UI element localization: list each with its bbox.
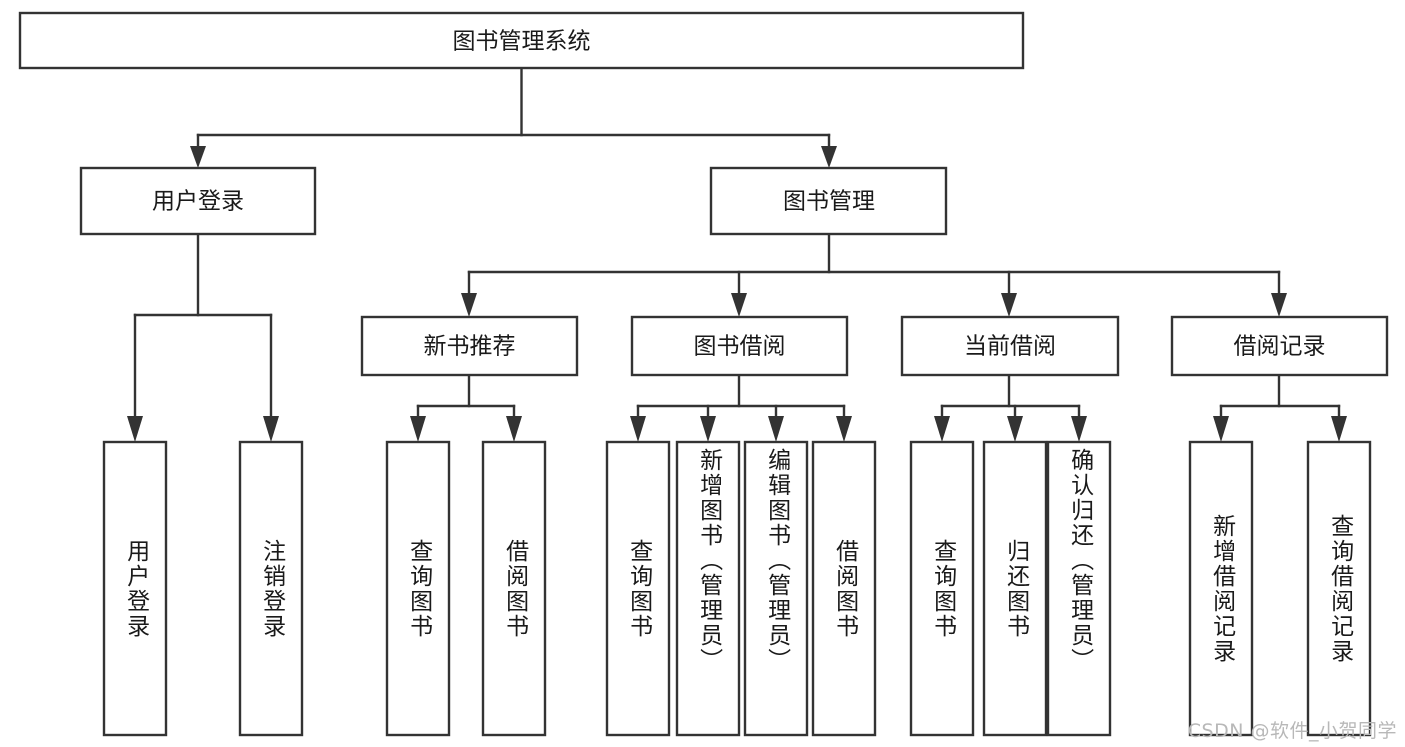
arrowhead-leaf-query-record xyxy=(1331,416,1347,442)
node-book-borrow[interactable]: 图书借阅 xyxy=(630,315,849,377)
connector-current-borrow-to-leaves xyxy=(934,373,1087,442)
node-current-borrow-box xyxy=(900,315,1120,377)
node-leaf-query-book-cb-box[interactable] xyxy=(909,440,975,737)
arrowhead-leaf-edit-book xyxy=(768,416,784,442)
arrowhead-leaf-add-record xyxy=(1213,416,1229,442)
node-new-book-recommend-label: 新书推荐 xyxy=(424,334,516,360)
node-leaf-user-login-box[interactable] xyxy=(102,440,168,737)
node-user-login-box xyxy=(79,166,317,236)
connector-borrow-record-to-leaves xyxy=(1213,373,1347,442)
connector-root-to-level2 xyxy=(190,66,837,168)
node-leaf-user-logout-box[interactable] xyxy=(238,440,304,737)
node-borrow-record-label: 借阅记录 xyxy=(1234,334,1326,360)
arrowhead-leaf-borrow-book-bb xyxy=(836,416,852,442)
node-book-manage-box xyxy=(709,166,948,236)
csdn-watermark: CSDN @软件_小贺同学 xyxy=(1187,720,1397,742)
node-new-book-recommend-box xyxy=(360,315,579,377)
node-current-borrow-label: 当前借阅 xyxy=(964,334,1056,360)
node-leaf-add-book-box[interactable] xyxy=(675,440,741,737)
node-book-borrow-box xyxy=(630,315,849,377)
node-borrow-record-box xyxy=(1170,315,1389,377)
node-root-system[interactable]: 图书管理系统 xyxy=(18,11,1025,70)
arrowhead-leaf-query-book-bb xyxy=(630,416,646,442)
node-leaf-borrow-book-nb-box[interactable] xyxy=(481,440,547,737)
node-user-login-label: 用户登录 xyxy=(152,189,244,215)
arrowhead-book-borrow xyxy=(731,293,747,317)
arrowhead-user-login xyxy=(190,146,206,168)
arrowhead-leaf-query-book-nb xyxy=(410,416,426,442)
node-leaf-query-book-bb-box[interactable] xyxy=(605,440,671,737)
node-leaf-return-book-box[interactable] xyxy=(982,440,1048,737)
connector-book-borrow-to-leaves xyxy=(630,373,852,442)
arrowhead-leaf-add-book xyxy=(700,416,716,442)
node-root-system-box xyxy=(18,11,1025,70)
node-book-manage-label: 图书管理 xyxy=(783,189,875,215)
connector-book-manage-to-level3 xyxy=(461,232,1287,317)
node-leaf-borrow-book-bb-box[interactable] xyxy=(811,440,877,737)
node-user-login[interactable]: 用户登录 xyxy=(79,166,317,236)
node-new-book-recommend[interactable]: 新书推荐 xyxy=(360,315,579,377)
connector-new-book-recommend-to-leaves xyxy=(410,373,522,442)
node-leaf-query-book-nb-box[interactable] xyxy=(385,440,451,737)
arrowhead-leaf-confirm-return xyxy=(1071,416,1087,442)
arrowhead-current-borrow xyxy=(1001,293,1017,317)
node-root-system-label: 图书管理系统 xyxy=(453,29,591,55)
arrowhead-leaf-borrow-book-nb xyxy=(506,416,522,442)
arrowhead-book-manage xyxy=(821,146,837,168)
node-leaf-edit-book-box[interactable] xyxy=(743,440,809,737)
node-leaf-query-record-box[interactable] xyxy=(1306,440,1372,737)
node-leaf-add-record-box[interactable] xyxy=(1188,440,1254,737)
connector-user-login-to-leaves xyxy=(127,232,279,442)
arrowhead-leaf-user-login xyxy=(127,416,143,442)
node-leaf-confirm-return-box[interactable] xyxy=(1046,440,1112,737)
arrowhead-leaf-query-book-cb xyxy=(934,416,950,442)
arrowhead-leaf-return-book xyxy=(1007,416,1023,442)
arrowhead-new-book-recommend xyxy=(461,293,477,317)
node-borrow-record[interactable]: 借阅记录 xyxy=(1170,315,1389,377)
arrowhead-leaf-user-logout xyxy=(263,416,279,442)
node-book-manage[interactable]: 图书管理 xyxy=(709,166,948,236)
arrowhead-borrow-record xyxy=(1271,293,1287,317)
node-book-borrow-label: 图书借阅 xyxy=(694,334,786,360)
node-current-borrow[interactable]: 当前借阅 xyxy=(900,315,1120,377)
